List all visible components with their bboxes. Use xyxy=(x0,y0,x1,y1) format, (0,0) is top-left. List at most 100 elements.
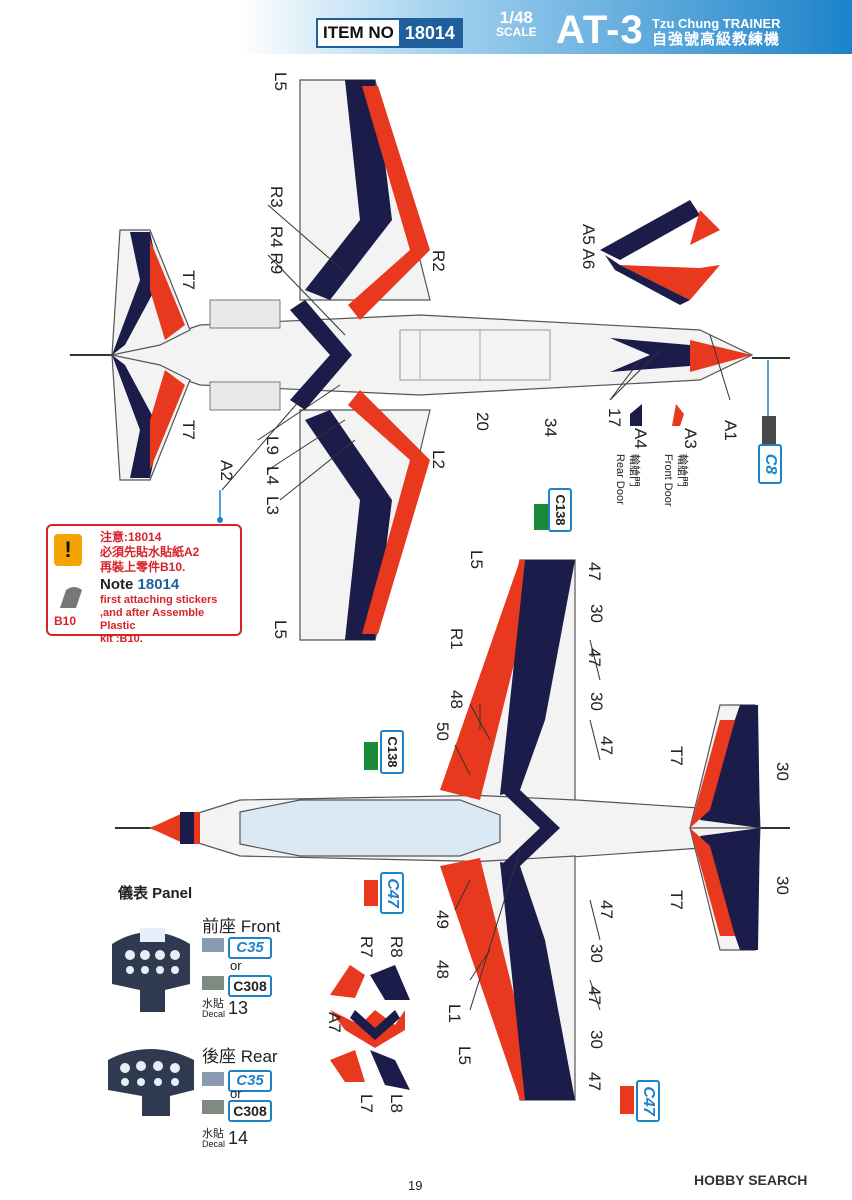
label-l5-c: L5 xyxy=(467,550,486,569)
or-front: or xyxy=(230,958,242,973)
label-a5-a6: A5 A6 xyxy=(579,224,598,270)
label-47-c: 47 xyxy=(597,736,616,755)
label-r4-r9: R4 R9 xyxy=(267,226,286,275)
label-t7-c: T7 xyxy=(667,746,686,766)
scale-value: 1/48 xyxy=(499,8,533,27)
front-door-en: Front Door xyxy=(662,454,674,507)
color-code-c35-rear: C35 xyxy=(228,1070,272,1092)
label-t7-top-b: T7 xyxy=(179,420,198,440)
front-panel-illustration xyxy=(112,928,190,1012)
label-47-b: 47 xyxy=(585,648,604,667)
label-l5-bottom: L5 xyxy=(271,620,290,639)
label-a4: A4 xyxy=(631,428,650,449)
label-48-a: 48 xyxy=(447,690,466,709)
note-line3-en: kit :B10. xyxy=(100,633,143,645)
label-a2: A2 xyxy=(217,460,236,481)
note-line1-zh: 必須先貼水貼紙A2 xyxy=(100,545,200,559)
label-30-c: 30 xyxy=(773,762,792,781)
item-number: 18014 xyxy=(398,20,461,46)
label-a3: A3 xyxy=(681,428,700,449)
label-t7-d: T7 xyxy=(667,890,686,910)
label-l3: L3 xyxy=(263,496,282,515)
panel-rear-label: 後座 Rear xyxy=(202,1047,278,1066)
color-code-c308-rear: C308 xyxy=(228,1100,272,1122)
label-20: 20 xyxy=(473,412,492,431)
part-b10-label: B10 xyxy=(54,614,77,628)
note-title-word: Note xyxy=(100,576,134,593)
rear-door-en: Rear Door xyxy=(614,454,626,505)
scale: 1/48 SCALE xyxy=(496,8,537,40)
color-code-c138-a: C138 xyxy=(548,488,572,532)
label-l9: L9 xyxy=(263,436,282,455)
scale-label: SCALE xyxy=(496,25,537,39)
part-b10-icon xyxy=(60,587,82,608)
color-code-c35-front: C35 xyxy=(228,937,272,959)
label-47-e: 47 xyxy=(585,986,604,1005)
color-code-c308-front: C308 xyxy=(228,975,272,997)
note-title-en: Note 18014 xyxy=(100,576,179,593)
rear-panel-illustration xyxy=(108,1049,194,1116)
front-door-zh: 輪艙門 xyxy=(676,454,688,487)
model-name: AT-3 xyxy=(556,8,644,52)
watermark: HOBBY SEARCH xyxy=(694,1172,808,1188)
warning-icon: ! xyxy=(54,534,82,566)
label-30-d: 30 xyxy=(773,876,792,895)
decal-number-front: 13 xyxy=(228,998,249,1018)
label-l4: L4 xyxy=(263,466,282,485)
aircraft-diagrams xyxy=(70,79,790,1116)
label-a1: A1 xyxy=(721,420,740,441)
color-code-c47-a: C47 xyxy=(380,872,404,914)
decal-en-rear: Decal xyxy=(202,1139,226,1149)
decal-number-rear: 14 xyxy=(228,1128,249,1148)
panel-front-label: 前座 Front xyxy=(202,917,281,936)
label-30-a: 30 xyxy=(587,604,606,623)
color-code-c47-b: C47 xyxy=(636,1080,660,1122)
note-title-zh: 注意:18014 xyxy=(100,530,162,544)
label-r1: R1 xyxy=(447,628,466,650)
model-name-en: Tzu Chung TRAINER xyxy=(652,16,781,31)
label-r2: R2 xyxy=(429,250,448,272)
label-l5-d: L5 xyxy=(455,1046,474,1065)
note-line1-en: first attaching stickers xyxy=(100,594,218,606)
model-fullname: Tzu Chung TRAINER 自強號高級教練機 xyxy=(652,16,781,48)
label-47-a: 47 xyxy=(585,562,604,581)
label-r8: R8 xyxy=(387,936,406,958)
model-name-zh: 自強號高級教練機 xyxy=(652,31,781,48)
note-en: first attaching stickers ,and after Asse… xyxy=(100,594,240,646)
rear-door-zh: 輪艙門 xyxy=(628,454,640,487)
decal-en-front: Decal xyxy=(202,1009,226,1019)
label-49: 49 xyxy=(433,910,452,929)
label-50: 50 xyxy=(433,722,452,741)
or-rear: or xyxy=(230,1086,242,1101)
label-r3: R3 xyxy=(267,186,286,208)
label-l2: L2 xyxy=(429,450,448,469)
color-code-c8: C8 xyxy=(758,444,782,484)
label-l7: L7 xyxy=(357,1094,376,1113)
label-r7: R7 xyxy=(357,936,376,958)
label-t7-top-a: T7 xyxy=(179,270,198,290)
note-line2-zh: 再裝上零件B10. xyxy=(100,560,186,574)
note-zh: 注意:18014 必須先貼水貼紙A2 再裝上零件B10. xyxy=(100,530,199,575)
label-47-d: 47 xyxy=(597,900,616,919)
item-label: ITEM NO xyxy=(323,23,394,42)
label-l5-top: L5 xyxy=(271,72,290,91)
label-30-e: 30 xyxy=(587,944,606,963)
color-code-c138-b: C138 xyxy=(380,730,404,774)
label-30-f: 30 xyxy=(587,1030,606,1049)
top-view-aircraft xyxy=(70,79,790,641)
bottom-view-aircraft xyxy=(115,504,790,1114)
label-34: 34 xyxy=(541,418,560,437)
item-number-box: ITEM NO 18014 xyxy=(316,18,463,48)
label-48-b: 48 xyxy=(433,960,452,979)
note-line2-en: ,and after Assemble Plastic xyxy=(100,607,205,632)
label-47-f: 47 xyxy=(585,1072,604,1091)
page-number: 19 xyxy=(408,1178,423,1193)
label-l8: L8 xyxy=(387,1094,406,1113)
label-30-b: 30 xyxy=(587,692,606,711)
label-l1: L1 xyxy=(445,1004,464,1023)
label-a7: A7 xyxy=(325,1012,344,1033)
note-number: 18014 xyxy=(137,576,180,593)
decal-zh-rear: 水貼 xyxy=(202,1128,224,1140)
decal-zh-front: 水貼 xyxy=(202,998,224,1010)
note-box: ! 注意:18014 必須先貼水貼紙A2 再裝上零件B10. Note 1801… xyxy=(46,524,242,645)
